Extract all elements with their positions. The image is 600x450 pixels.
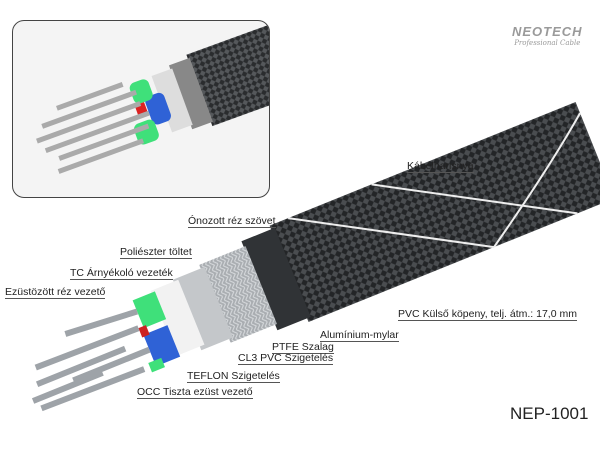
brand-tagline: Professional Cable bbox=[514, 39, 581, 47]
label-teflon: TEFLON Szigetelés bbox=[187, 370, 280, 383]
label-ptfe: PTFE Szalag bbox=[272, 341, 334, 354]
closeup-inset bbox=[12, 20, 270, 198]
label-aluminium-mylar: Alumínium-mylar bbox=[320, 329, 399, 342]
label-cl3: CL3 PVC Szigetelés bbox=[238, 352, 334, 365]
brand-name: NEOTECH bbox=[512, 24, 583, 39]
cable-closeup-illustration bbox=[36, 21, 269, 174]
label-silver-copper: Ezüstözött réz vezető bbox=[5, 286, 106, 299]
model-number: NEP-1001 bbox=[510, 404, 589, 423]
label-pvc-outer: PVC Külső köpeny, telj. átm.: 17,0 mm bbox=[398, 308, 577, 321]
label-tinned-copper-braid: Ónozott réz szövet bbox=[188, 215, 276, 228]
label-jacket-braid: Kábelharisnya bbox=[407, 160, 474, 173]
label-tc-shield: TC Árnyékoló vezeték bbox=[70, 267, 173, 280]
label-occ: OCC Tiszta ezüst vezető bbox=[137, 386, 253, 399]
label-polyester-filler: Poliészter töltet bbox=[120, 246, 192, 259]
brand-logo: NEOTECH Professional Cable bbox=[512, 24, 583, 47]
